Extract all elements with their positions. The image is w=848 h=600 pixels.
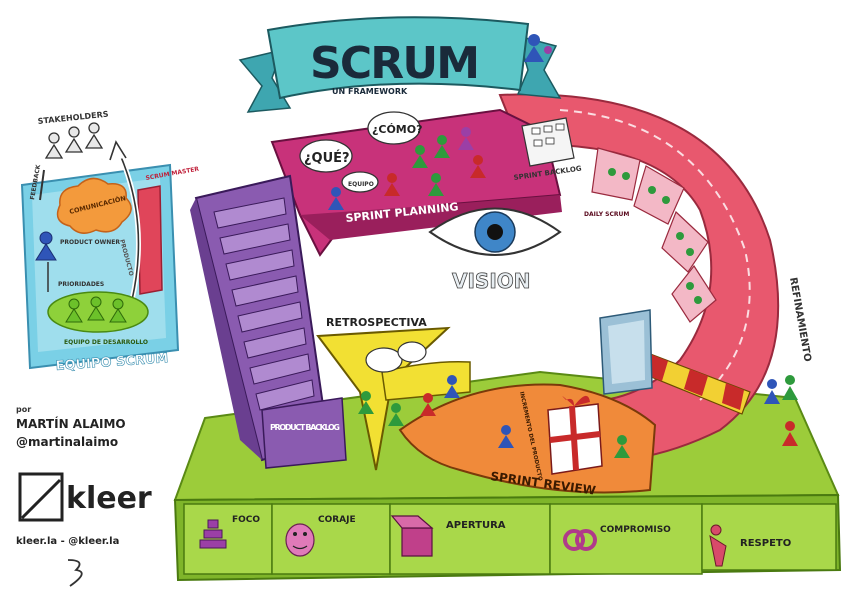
banner-ribbon <box>266 16 530 100</box>
priorities-label: PRIORIDADES <box>58 281 104 288</box>
credits-by: por <box>16 405 31 414</box>
refinement-label: REFINAMIENTO <box>787 277 813 363</box>
sprint-planning-area: ¿QUÉ? ¿CÓMO? EQUIPO SPRINT PLANNING <box>270 108 562 257</box>
credits-site: kleer.la - @kleer.la <box>16 536 119 547</box>
product-owner-label: PRODUCT OWNER <box>60 239 120 246</box>
sprint-cycle-band: DAILY SCRUM <box>498 93 780 463</box>
planning-team-figures <box>328 127 486 210</box>
value-cell-foco: FOCO <box>183 503 273 575</box>
banner-subtitle: UN FRAMEWORK <box>332 87 408 96</box>
value-cell-coraje: CORAJE <box>271 503 391 575</box>
stakeholders-label: STAKEHOLDERS <box>37 110 109 126</box>
sprint-review-area: INCREMENTO DEL PRODUCTO SPRINT REVIEW <box>398 383 657 498</box>
product-increment-gift-icon <box>547 395 603 475</box>
value-cell-respeto: RESPETO <box>701 503 837 571</box>
backlog-steps <box>213 197 315 411</box>
retrospective-arrow <box>316 326 451 471</box>
scrum-team-panel: STAKEHOLDERS FEEDBACK COMUNICACIÓN PRODU… <box>20 110 200 374</box>
value-label-respeto: RESPETO <box>740 538 791 549</box>
banner-title: SCRUM <box>310 38 480 89</box>
vision-label: VISION <box>452 269 531 293</box>
bowing-person-icon <box>709 524 727 567</box>
communication-cloud <box>56 177 132 234</box>
courage-creature-icon <box>285 523 315 557</box>
dev-team-figures <box>65 296 127 323</box>
scrum-banner: SCRUM UN FRAMEWORK <box>238 16 562 113</box>
product-backlog-stairs: PRODUCT BACKLOG <box>190 174 347 469</box>
value-cell-compromiso: COMPROMISO <box>549 503 703 575</box>
scrum-master-pillar <box>137 185 163 295</box>
daily-scrum-boards <box>591 147 717 323</box>
daily-scrum-label: DAILY SCRUM <box>584 211 629 218</box>
value-cell-apertura: APERTURA <box>389 503 551 575</box>
question-what: ¿QUÉ? <box>304 150 350 166</box>
daily-scrum-team-figures <box>608 168 702 304</box>
value-label-coraje: CORAJE <box>318 515 356 525</box>
value-label-apertura: APERTURA <box>446 520 506 531</box>
credits-handle: @martinalaimo <box>16 435 118 449</box>
brand-name: kleer <box>66 481 152 516</box>
linked-rings-icon <box>563 529 597 551</box>
banner-team-figures <box>524 34 552 62</box>
question-how: ¿CÓMO? <box>372 123 422 136</box>
planning-team-label: EQUIPO <box>348 181 374 188</box>
focus-stack-icon <box>199 519 227 549</box>
refinement-team-figures <box>764 375 798 446</box>
retrospective-speech-bubbles <box>365 341 427 373</box>
retrospective-team-figures <box>358 375 460 426</box>
stakeholder-figures <box>44 122 104 159</box>
credits: por MARTÍN ALAIMO @martinalaimo kleer kl… <box>16 405 152 587</box>
product-backlog-label: PRODUCT BACKLOG <box>270 423 340 432</box>
kleer-logo: kleer <box>18 472 152 522</box>
dev-team-label: EQUIPO DE DESARROLLO <box>64 339 148 346</box>
question-bubbles <box>299 111 421 193</box>
product-owner-figure <box>35 231 57 261</box>
open-box-icon <box>390 515 434 557</box>
review-team-figures <box>498 425 630 458</box>
retrospective-label: RETROSPECTIVA <box>326 316 427 329</box>
credits-author: MARTÍN ALAIMO <box>16 416 126 431</box>
value-label-foco: FOCO <box>232 515 260 525</box>
value-label-compromiso: COMPROMISO <box>600 525 671 535</box>
vision-eye: VISION <box>428 207 562 293</box>
values-row: FOCO CORAJE APERTURA COMPROMISO <box>183 503 837 575</box>
retrospective-area: RETROSPECTIVA <box>316 316 471 471</box>
